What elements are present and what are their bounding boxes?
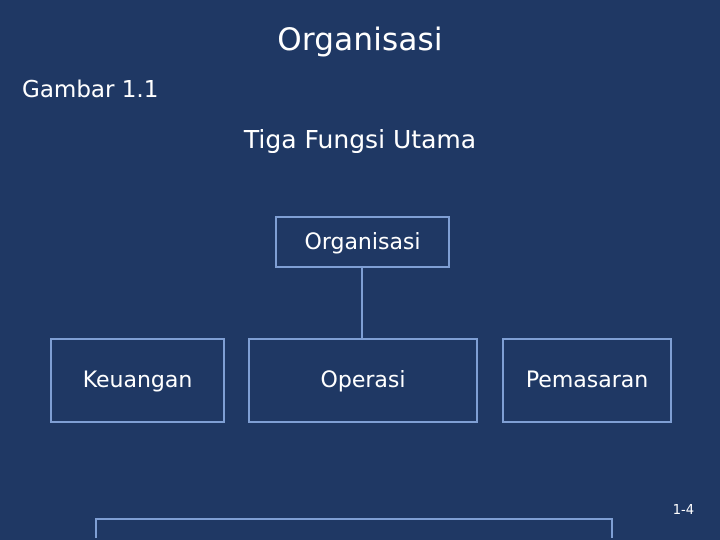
connector-left-vertical: [95, 518, 97, 538]
page-title: Organisasi: [277, 22, 443, 58]
org-chart: Organisasi Keuangan Operasi Pemasaran: [0, 200, 720, 538]
node-operasi-label: Operasi: [320, 368, 406, 393]
connector-root-vertical: [361, 268, 363, 338]
node-keuangan: Keuangan: [50, 338, 225, 423]
page-subtitle: Tiga Fungsi Utama: [243, 125, 477, 154]
node-organisasi: Organisasi: [275, 216, 450, 268]
page-number: 1-4: [672, 503, 694, 518]
node-organisasi-label: Organisasi: [304, 229, 421, 255]
connector-horizontal-bar: [95, 518, 613, 520]
node-pemasaran: Pemasaran: [502, 338, 672, 423]
connector-right-vertical: [611, 518, 613, 538]
figure-label: Gambar 1.1: [22, 77, 159, 103]
node-operasi: Operasi: [248, 338, 478, 423]
node-pemasaran-label: Pemasaran: [525, 368, 649, 393]
node-keuangan-label: Keuangan: [82, 368, 193, 393]
